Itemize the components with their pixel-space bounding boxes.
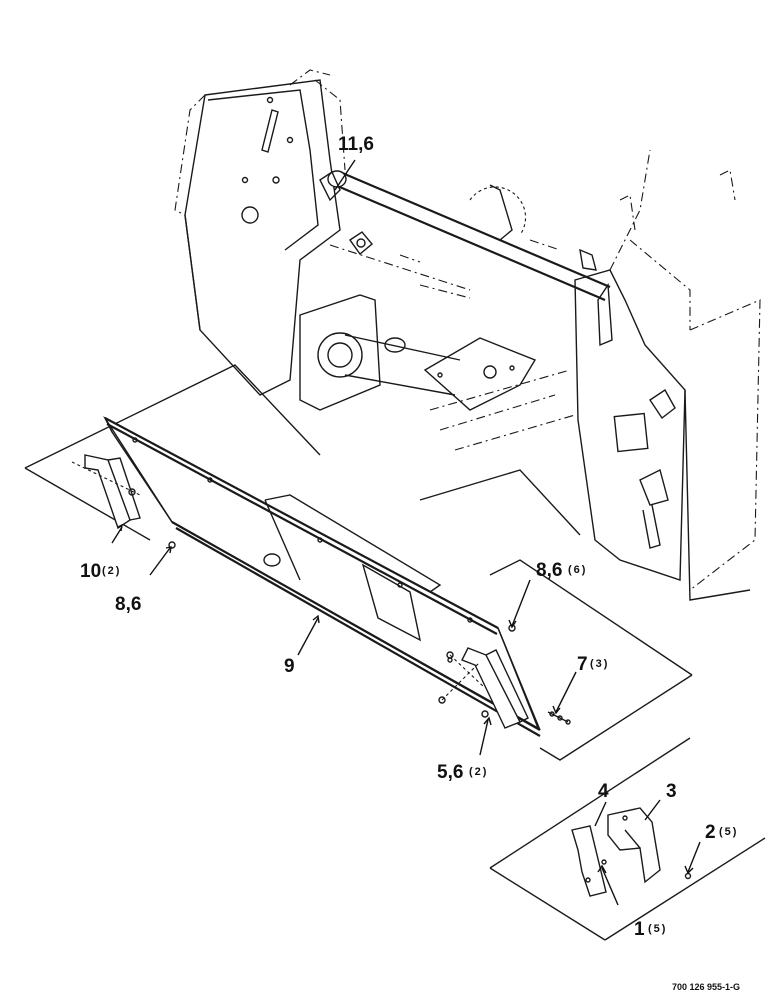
callout-9: 9 xyxy=(284,656,295,677)
inset-view xyxy=(489,737,766,941)
leader-arrows xyxy=(111,159,701,906)
callout-11-6: 11,6 xyxy=(338,134,374,155)
machine-frame xyxy=(174,69,761,601)
callout-10: 10 xyxy=(80,561,101,582)
callout-1: 1 xyxy=(634,919,645,940)
callout-4: 4 xyxy=(598,781,609,802)
callout-8-6-right-qty: (6) xyxy=(568,564,587,576)
callout-1-qty: (5) xyxy=(648,923,667,935)
callout-8-6-left: 8,6 xyxy=(115,594,141,615)
callout-3: 3 xyxy=(666,781,677,802)
callout-5-6: 5,6 xyxy=(437,762,463,783)
callout-10-qty: (2) xyxy=(102,565,121,577)
callout-2: 2 xyxy=(705,822,716,843)
right-bracket-hardware xyxy=(438,624,571,729)
callout-5-6-qty: (2) xyxy=(469,766,488,778)
shield-panel-part-9 xyxy=(102,416,541,737)
drawing-number: 700 126 955-1-G xyxy=(672,982,740,992)
callout-2-qty: (5) xyxy=(719,826,738,838)
callout-7: 7 xyxy=(577,654,588,675)
callout-8-6-right: 8,6 xyxy=(536,560,562,581)
reference-plane xyxy=(24,364,693,761)
callout-7-qty: (3) xyxy=(590,658,609,670)
left-bracket-part-10 xyxy=(71,454,176,549)
